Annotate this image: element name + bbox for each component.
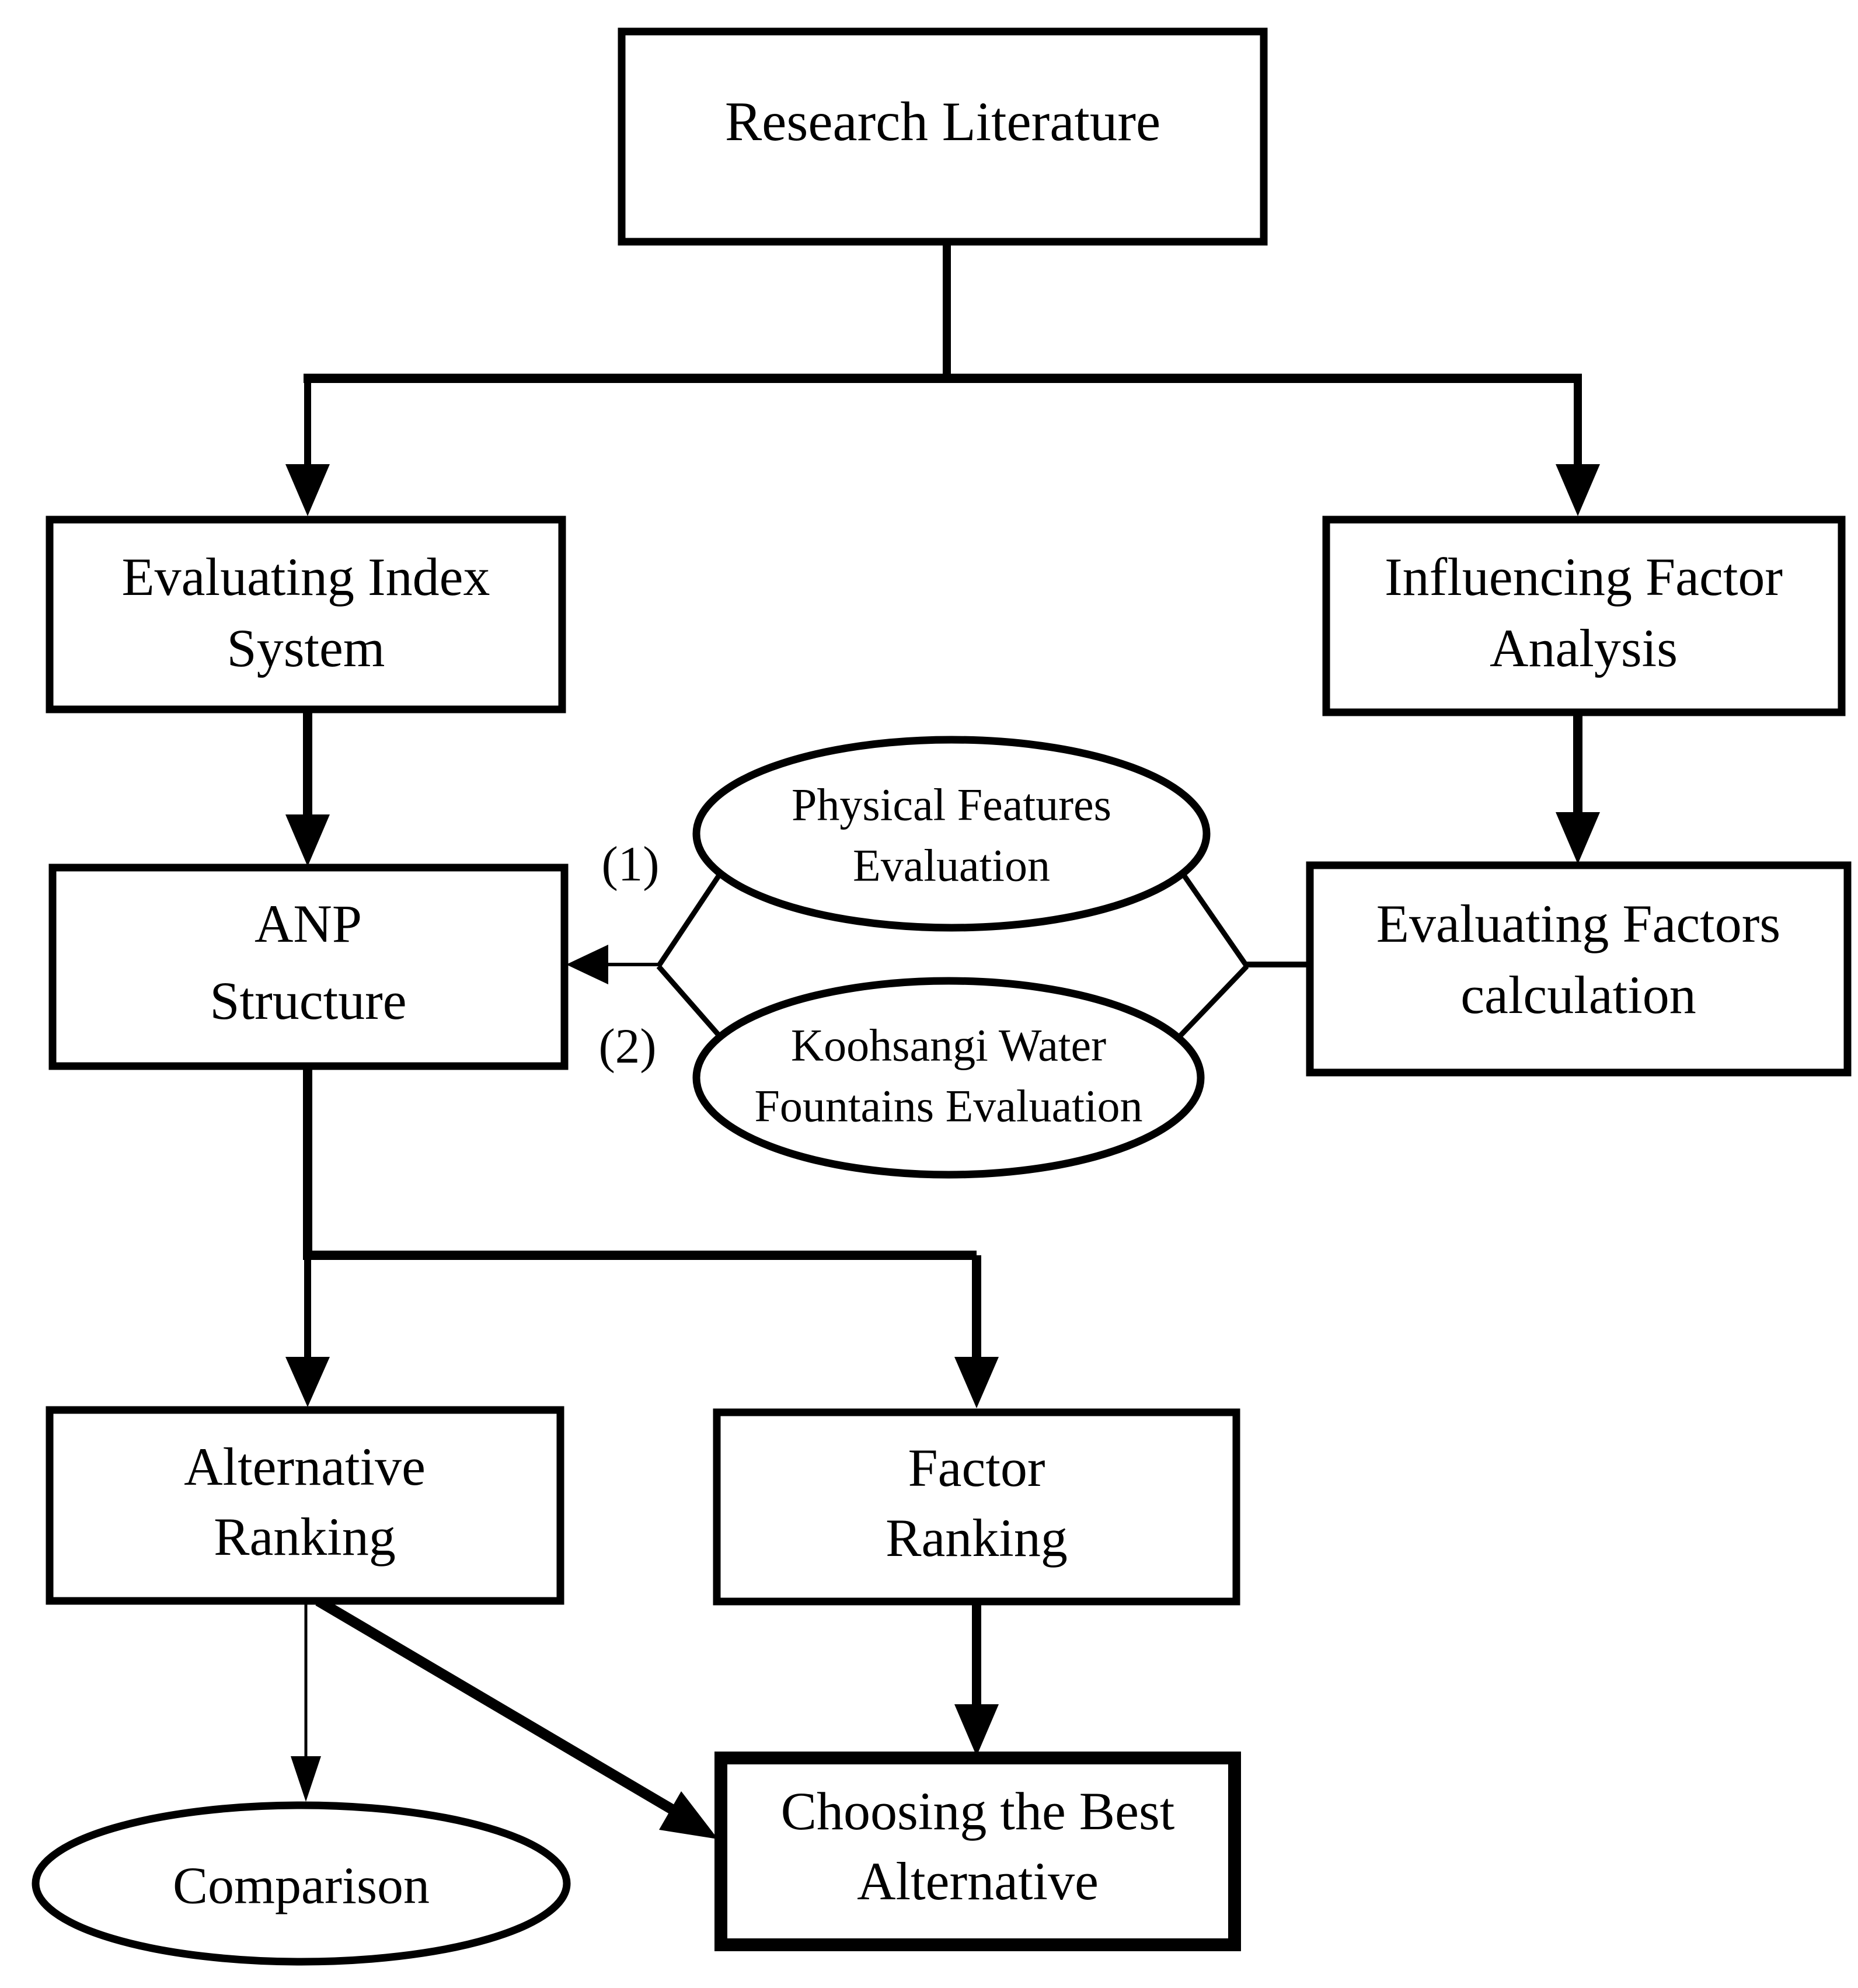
evaluating-index-system-box	[46, 516, 566, 713]
node-evaluating-index-system: Evaluating Index System	[46, 516, 566, 713]
node-research-literature: Research Literature	[618, 27, 1268, 246]
ellipse2-left-line	[656, 965, 723, 1039]
fr-cba-arrowhead	[954, 1704, 999, 1756]
comparison-label: Comparison	[173, 1857, 430, 1915]
evaluating-index-system-label-line2: System	[227, 618, 385, 678]
node-evaluating-factors-calculation: Evaluating Factors calculation	[1306, 861, 1852, 1077]
comparison-ellipse	[32, 1801, 571, 1966]
connector-ellipses-to-anp	[566, 872, 723, 1039]
alternative-ranking-box	[46, 1406, 564, 1605]
anp-left-arrowhead	[285, 1357, 330, 1407]
choosing-best-alternative-label-line1: Choosing the Best	[781, 1781, 1175, 1841]
choosing-best-alternative-box	[714, 1752, 1241, 1951]
anp-structure-box	[48, 864, 569, 1070]
ar-cba-arrowhead	[659, 1791, 718, 1839]
evaluating-index-system-label-line1: Evaluating Index	[121, 547, 490, 607]
node-comparison: Comparison	[32, 1801, 571, 1966]
research-literature-box	[618, 27, 1268, 246]
koohsangi-water-fountains-label-line2: Fountains Evaluation	[754, 1081, 1142, 1131]
connector-research-literature-split	[285, 242, 1600, 516]
factor-ranking-box	[713, 1408, 1240, 1606]
node-choosing-best-alternative: Choosing the Best Alternative	[714, 1752, 1241, 1951]
path-annotation-1: (1)	[601, 837, 659, 892]
connector-ifa-to-efc	[1556, 712, 1600, 864]
physical-features-evaluation-label-line2: Evaluation	[853, 840, 1050, 891]
connector-ar-to-comparison	[291, 1601, 321, 1802]
influencing-factor-analysis-box	[1322, 516, 1846, 716]
node-koohsangi-water-fountains-evaluation: Koohsangi Water Fountains Evaluation	[692, 977, 1205, 1179]
alternative-ranking-label-line1: Alternative	[184, 1437, 426, 1496]
physical-features-evaluation-ellipse	[692, 736, 1211, 932]
evaluating-factors-calculation-label-line2: calculation	[1460, 965, 1696, 1025]
ellipse2-right-line	[1177, 964, 1249, 1039]
rl-left-arrowhead	[285, 464, 330, 516]
ar-cba-diagonal-line	[315, 1596, 682, 1818]
koohsangi-water-fountains-label-line1: Koohsangi Water	[791, 1020, 1106, 1071]
connector-ellipses-to-efc	[1177, 872, 1311, 1039]
evaluating-factors-calculation-box	[1306, 861, 1852, 1077]
anp-right-arrowhead	[954, 1357, 999, 1408]
anp-inbound-arrowhead	[566, 945, 608, 984]
node-influencing-factor-analysis: Influencing Factor Analysis	[1322, 516, 1846, 716]
alternative-ranking-label-line2: Ranking	[214, 1507, 396, 1566]
rl-right-arrowhead	[1556, 464, 1600, 516]
ellipse1-right-line	[1180, 872, 1249, 968]
connector-fr-to-cba	[954, 1601, 999, 1756]
evaluating-factors-calculation-label-line1: Evaluating Factors	[1376, 894, 1780, 953]
anp-structure-label-line2: Structure	[210, 971, 406, 1030]
eis-anp-arrowhead	[285, 814, 330, 866]
choosing-best-alternative-label-line2: Alternative	[857, 1851, 1099, 1911]
research-literature-label: Research Literature	[725, 90, 1160, 152]
factor-ranking-label-line2: Ranking	[886, 1508, 1068, 1568]
node-factor-ranking: Factor Ranking	[713, 1408, 1240, 1606]
ellipse1-left-line	[656, 872, 723, 968]
koohsangi-water-fountains-ellipse	[692, 977, 1205, 1179]
anp-structure-label-line1: ANP	[255, 894, 362, 953]
connector-eis-to-anp	[285, 709, 330, 866]
node-anp-structure: ANP Structure	[48, 864, 569, 1070]
path-annotation-2: (2)	[598, 1019, 656, 1074]
connector-anp-split	[285, 1066, 999, 1408]
physical-features-evaluation-label-line1: Physical Features	[792, 779, 1111, 830]
node-alternative-ranking: Alternative Ranking	[46, 1406, 564, 1605]
connector-ar-to-cba	[315, 1596, 718, 1839]
factor-ranking-label-line1: Factor	[908, 1438, 1045, 1498]
influencing-factor-analysis-label-line1: Influencing Factor	[1385, 547, 1783, 607]
influencing-factor-analysis-label-line2: Analysis	[1490, 618, 1678, 678]
ar-comparison-arrowhead	[291, 1756, 321, 1802]
node-physical-features-evaluation: Physical Features Evaluation	[692, 736, 1211, 932]
ifa-efc-arrowhead	[1556, 812, 1600, 864]
